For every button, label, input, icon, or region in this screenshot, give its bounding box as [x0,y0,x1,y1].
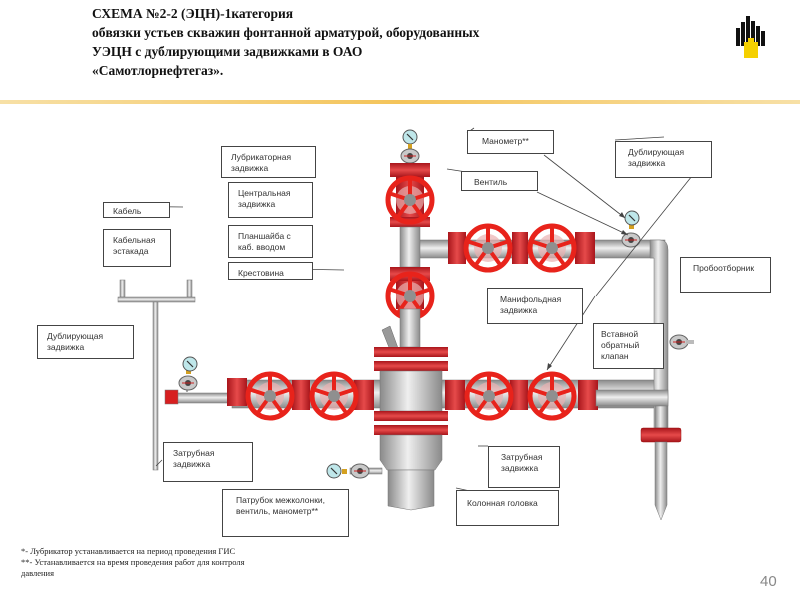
footnotes: *- Лубрикатор устанавливается на период … [21,546,321,579]
label-text: задвижка [501,463,539,473]
title-line-1: СХЕМА №2-2 (ЭЦН)-1категория [92,6,294,21]
label-casing-head: Колонная головка [456,490,559,526]
label-text: Пробоотборник [693,263,755,273]
christmas-tree [326,129,448,511]
label-text: эстакада [113,246,149,256]
label-text: Вентиль [474,177,508,187]
label-text: Крестовина [238,268,284,278]
label-manometer: Манометр** [467,130,554,154]
leader-lines [37,127,713,503]
label-annulus-valve-left: Затрубная задвижка [163,442,253,482]
label-text: задвижка [238,199,276,209]
label-backup-valve-left: Дублирующая задвижка [37,325,134,359]
label-faceplate: Планшайба с каб. вводом [228,225,313,258]
cable-rack [117,279,196,471]
label-text: задвижка [628,158,666,168]
label-text: обратный [601,340,640,350]
label-text: задвижка [173,459,211,469]
label-cable: Кабель [103,202,170,218]
rosneft-logo-icon [736,16,765,58]
label-text: Вставной [601,329,639,339]
label-intercasing-nozzle: Патрубок межколонки, вентиль, манометр** [222,489,349,537]
label-text: каб. вводом [238,242,286,252]
footnote-1: *- Лубрикатор устанавливается на период … [21,546,236,556]
label-manifold-valve: Манифольдная задвижка [487,288,583,324]
label-annulus-valve-right: Затрубная задвижка [488,446,560,488]
label-text: Дублирующая [47,331,104,341]
label-text: задвижка [47,342,85,352]
label-text: задвижка [231,163,269,173]
label-text: клапан [601,351,629,361]
footnote-2-cont: давления [21,568,55,578]
label-text: Манифольдная [500,294,562,304]
label-text: Лубрикаторная [231,152,292,162]
label-sampler: Пробоотборник [680,257,771,293]
label-text: Кабельная [113,235,156,245]
label-text: Затрубная [173,448,215,458]
left-annulus-line [164,356,383,418]
label-vent: Вентиль [461,171,538,191]
footnote-2: **- Устанавливается на время проведения … [21,557,245,567]
label-text: Затрубная [501,452,543,462]
label-text: Кабель [113,206,142,216]
label-cable-rack: Кабельная эстакада [103,229,171,267]
title-line-4: «Самотлорнефтегаз». [92,63,224,78]
label-text: Колонная головка [467,498,538,508]
label-text: Дублирующая [628,147,685,157]
label-text: вентиль, манометр** [236,506,319,516]
label-text: Патрубок межколонки, [236,495,326,505]
label-text: Центральная [238,188,291,198]
label-lubricator-valve: Лубрикаторная задвижка [221,146,316,178]
title-divider [0,100,800,104]
label-text: задвижка [500,305,538,315]
page-number: 40 [760,573,777,590]
title-line-2: обвязки устьев скважин фонтанной арматур… [92,25,480,40]
title-line-3: УЭЦН с дублирующими задвижками в ОАО [92,44,363,59]
label-cross: Крестовина [228,262,313,280]
slide-title: СХЕМА №2-2 (ЭЦН)-1категория обвязки усть… [92,4,562,80]
leader-arrowheads [547,212,628,370]
label-central-valve: Центральная задвижка [228,182,313,218]
label-check-valve: Вставной обратный клапан [593,323,664,369]
label-backup-valve-right: Дублирующая задвижка [615,141,712,178]
label-text: Манометр** [482,136,529,146]
label-text: Планшайба с [238,231,291,241]
